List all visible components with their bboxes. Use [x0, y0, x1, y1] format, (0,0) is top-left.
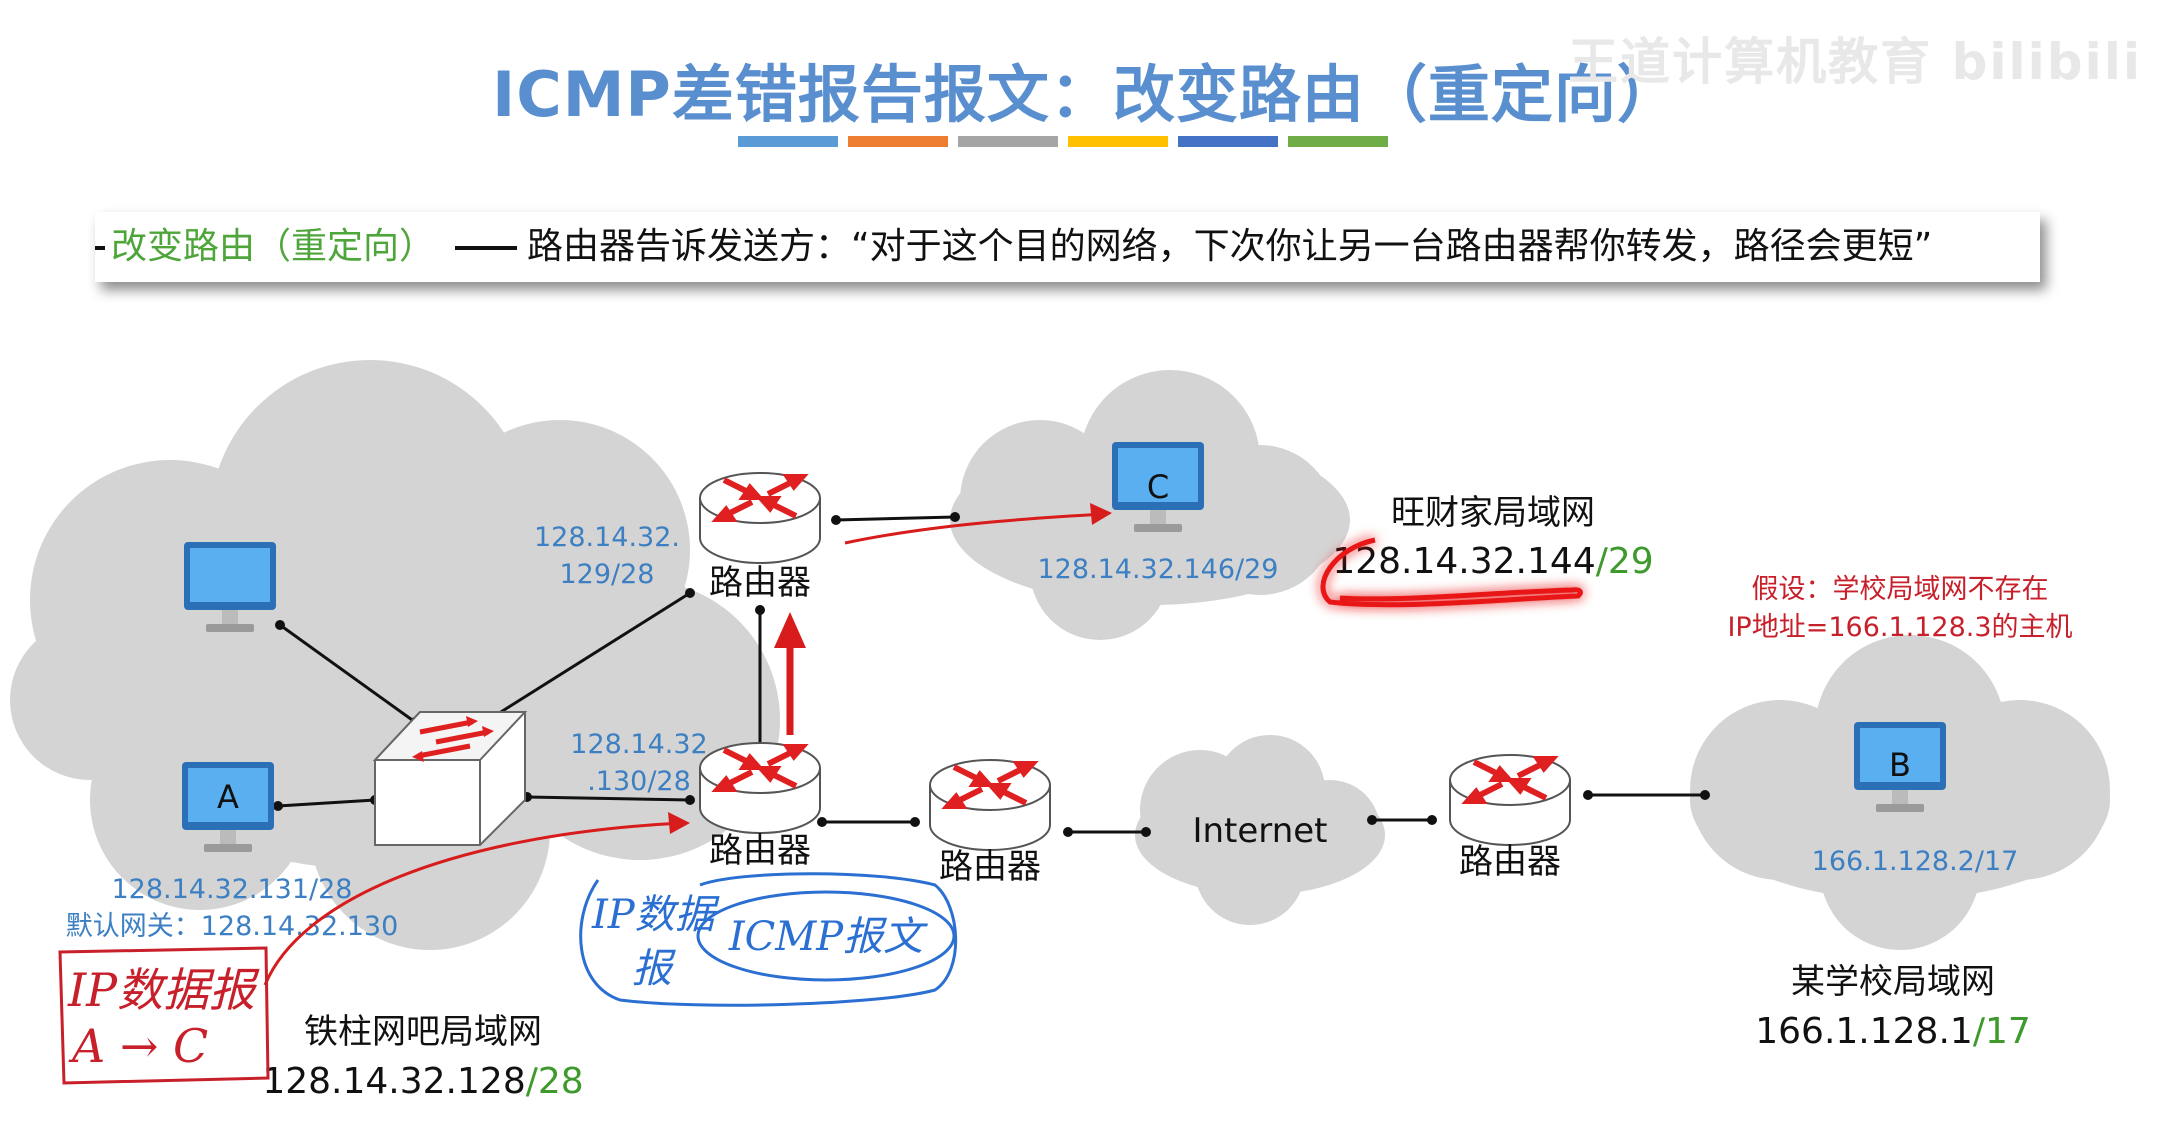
router-r1-ip-line2: 129/28: [560, 559, 655, 590]
definition-banner: 改变路由（重定向） 路由器告诉发送方：“对于这个目的网络，下次你让另一台路由器帮你…: [95, 212, 2040, 282]
router-r1-icon: [700, 473, 820, 563]
network-school-name: 某学校局域网: [1791, 962, 1995, 1002]
page-title: ICMP差错报告报文：改变路由（重定向）: [492, 58, 1680, 131]
color-bar: [1068, 136, 1168, 147]
handwritten-red-line1: IP数据报: [67, 963, 260, 1017]
red-highlight-underline: [1320, 537, 1583, 608]
host-b-ip: 166.1.128.2/17: [1812, 846, 2019, 877]
host-a-gateway: 默认网关：128.14.32.130: [66, 911, 399, 942]
network-school-mask: /17: [1973, 1011, 2031, 1052]
banner-term: 改变路由（重定向）: [111, 226, 436, 267]
router-r4-icon: [1450, 755, 1570, 845]
banner-dash: [455, 246, 518, 250]
handwritten-blue-line1: IP数据: [591, 892, 720, 938]
handwritten-blue-line2: 报: [632, 946, 676, 992]
host-b-label: B: [1889, 746, 1911, 784]
handwritten-blue-oval-text: ICMP报文: [728, 914, 928, 960]
router-r4-label: 路由器: [1459, 842, 1561, 882]
router-r2-label: 路由器: [709, 831, 811, 871]
router-r3-icon: [930, 760, 1050, 850]
network-tiezhu-prefix: 128.14.32.128: [262, 1061, 525, 1102]
red-path-arrows: [263, 512, 1107, 986]
color-bar: [848, 136, 948, 147]
switch-icon: [372, 711, 528, 846]
host-a-ip: 128.14.32.131/28: [112, 874, 353, 905]
router-r1-ip-line1: 128.14.32.: [534, 522, 680, 553]
host-c-ip: 128.14.32.146/29: [1038, 554, 1279, 585]
handwritten-red-line2: A → C: [68, 1019, 208, 1073]
network-wangcai-name: 旺财家局域网: [1391, 493, 1595, 533]
cloud-tiezhu-lan: [10, 360, 780, 950]
network-tiezhu-mask: /28: [526, 1061, 584, 1102]
banner-description: 路由器告诉发送方：“对于这个目的网络，下次你让另一台路由器帮你转发，路径会更短”: [527, 226, 1933, 267]
network-tiezhu-name: 铁柱网吧局域网: [304, 1012, 542, 1052]
color-bar: [1288, 136, 1388, 147]
network-wangcai-mask: /29: [1596, 541, 1654, 582]
color-bar: [1178, 136, 1278, 147]
assumption-line1: 假设：学校局域网不存在: [1752, 574, 2049, 605]
host-c-label: C: [1147, 468, 1169, 506]
handwritten-blue-oval: [696, 890, 956, 982]
red-upward-arrow: [774, 612, 806, 735]
internet-label: Internet: [1192, 811, 1327, 851]
router-r2-ip-line2: .130/28: [587, 766, 691, 797]
handwritten-blue-outline: [579, 872, 958, 1007]
network-wangcai-address: 128.14.32.144/29: [1332, 541, 1653, 582]
red-arrowhead-to-router-r2: [668, 812, 690, 834]
router-r3-label: 路由器: [939, 847, 1041, 887]
handwritten-red-box: [58, 946, 270, 1085]
watermark: 王道计算机教育 bilibili: [1568, 33, 2142, 91]
color-bar: [738, 136, 838, 147]
network-school-address: 166.1.128.1/17: [1755, 1011, 2031, 1052]
network-wangcai-prefix: 128.14.32.144: [1332, 541, 1595, 582]
bullet-dash: [95, 246, 105, 250]
assumption-line2: IP地址=166.1.128.3的主机: [1727, 612, 2072, 643]
network-school-prefix: 166.1.128.1: [1755, 1011, 1973, 1052]
router-r1-label: 路由器: [709, 563, 811, 603]
router-r2-icon: [700, 743, 820, 833]
title-color-bars: [738, 136, 1388, 147]
cloud-internet: [1135, 735, 1385, 925]
host-a-label: A: [217, 778, 239, 816]
network-tiezhu-address: 128.14.32.128/28: [262, 1061, 583, 1102]
color-bar: [958, 136, 1058, 147]
router-r2-ip-line1: 128.14.32: [570, 729, 707, 760]
red-arrowhead-to-host-c: [1090, 503, 1112, 525]
